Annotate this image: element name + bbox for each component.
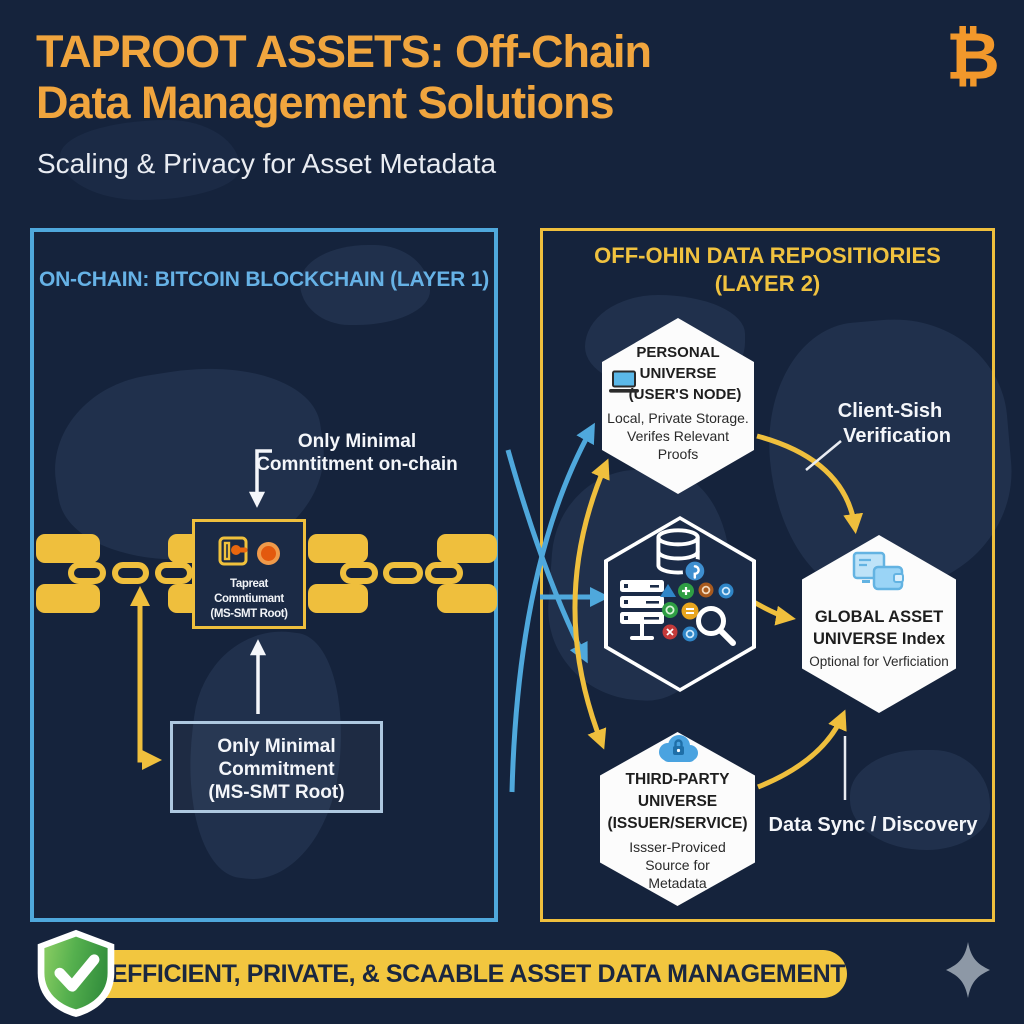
chain-link-icon xyxy=(425,562,463,584)
commitment-label-line1: Tapreat Comntiumant xyxy=(214,578,284,605)
thirdparty-hex-body-line3: Metadata xyxy=(648,875,707,891)
map-shape xyxy=(300,245,430,325)
chain-block xyxy=(36,534,100,563)
chain-link-icon xyxy=(155,562,193,584)
page-subtitle: Scaling & Privacy for Asset Metadata xyxy=(37,148,497,179)
personal-hex-title-line3: (USER'S NODE) xyxy=(628,386,742,403)
annotation-line1: Only Minimal xyxy=(297,431,417,452)
personal-hex-body-line3: Proofs xyxy=(657,446,699,462)
asset-token-icons xyxy=(660,582,744,651)
off-chain-title-line2: (LAYER 2) xyxy=(714,271,821,296)
minimal-box-line3: (MS-SMT Root) xyxy=(208,782,345,803)
client-verification-line1: Client-Sish xyxy=(837,400,943,422)
chain-link-icon xyxy=(383,562,423,584)
annotation-line2: Comntitment on-chain xyxy=(256,454,458,475)
chain-link-icon xyxy=(68,562,106,584)
vault-lock-icon xyxy=(218,536,248,571)
search-icon xyxy=(694,604,738,653)
chain-link-icon xyxy=(112,562,149,584)
screen-wallet-icon xyxy=(852,551,906,602)
chain-block xyxy=(36,584,100,613)
minimal-commitment-annotation: Only Minimal Comntitment on-chain xyxy=(252,430,462,476)
global-hex-title-line2: UNIVERSE Index xyxy=(812,630,946,648)
cloud-lock-icon xyxy=(654,734,702,769)
client-verification-label: Client-Sish Verification xyxy=(810,399,970,449)
triangle-token-icon xyxy=(660,584,676,597)
page-title-line2: Data Management Solutions xyxy=(36,77,615,128)
minimal-box-line2: Commitment xyxy=(218,759,335,780)
taproot-commitment-box: Tapreat Comntiumant (MS-SMT Root) xyxy=(192,519,306,629)
minimal-box-line1: Only Minimal xyxy=(217,736,336,757)
personal-hex-body-line1: Local, Private Storage. xyxy=(607,410,749,426)
page-title-line1: TAPROOT ASSETS: Off-Chain xyxy=(36,26,652,77)
chain-block xyxy=(308,534,368,563)
map-shape xyxy=(850,750,990,850)
chain-block xyxy=(308,584,368,613)
personal-hex-body-line2: Verifes Relevant xyxy=(627,428,729,444)
laptop-icon xyxy=(608,370,640,400)
commitment-label-line2: (MS-SMT Root) xyxy=(210,608,288,620)
minimal-commitment-box: Only Minimal Commitment (MS-SMT Root) xyxy=(170,721,383,813)
server-icon xyxy=(620,580,664,649)
personal-hex-title-line1: PERSONAL xyxy=(636,344,720,361)
thirdparty-hex-body-line2: Source for xyxy=(645,857,710,873)
global-hex-title-line1: GLOBAL ASSET xyxy=(814,608,944,626)
global-asset-universe-hex: GLOBAL ASSET UNIVERSE Index Optional for… xyxy=(802,535,956,713)
map-shape xyxy=(60,120,240,200)
thirdparty-hex-title-line3: (ISSUER/SERVICE) xyxy=(607,815,748,832)
on-chain-panel-title: ON-CHAIN: BITCOIN BLOCKCHAIN (LAYER 1) xyxy=(38,268,490,291)
thirdparty-hex-body-line1: Issser-Proviced xyxy=(629,839,726,855)
shield-check-icon xyxy=(28,928,124,1023)
off-chain-title-line1: OFF-OHIN DATA REPOSITIORIES xyxy=(594,243,941,268)
chain-block xyxy=(437,534,497,563)
thirdparty-hex-title-line2: UNIVERSE xyxy=(637,793,718,810)
data-sync-label: Data Sync / Discovery xyxy=(768,814,978,836)
global-hex-body: Optional for Verficiation xyxy=(809,654,949,669)
page-title: TAPROOT ASSETS: Off-Chain Data Managemen… xyxy=(36,26,796,128)
commitment-dot-icon xyxy=(257,542,280,565)
chain-block xyxy=(437,584,497,613)
personal-hex-title-line2: UNIVERSE xyxy=(639,365,717,382)
footer-banner: EFFICIENT, PRIVATE, & SCAABLE ASSET DATA… xyxy=(75,950,847,998)
database-icon xyxy=(650,528,708,591)
bitcoin-icon: ₿ xyxy=(946,19,1000,93)
thirdparty-hex-title-line1: THIRD-PARTY xyxy=(625,771,730,788)
chain-link-icon xyxy=(340,562,378,584)
client-verification-line2: Verification xyxy=(843,425,951,447)
asset-universe-hex xyxy=(608,520,752,688)
on-chain-panel xyxy=(30,228,498,922)
off-chain-panel-title: OFF-OHIN DATA REPOSITIORIES (LAYER 2) xyxy=(543,242,992,298)
sparkle-icon xyxy=(946,942,990,1003)
